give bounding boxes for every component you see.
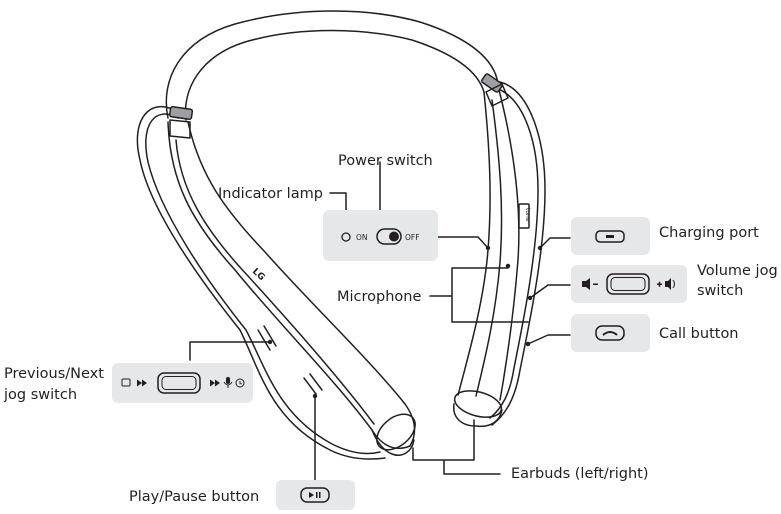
- leader-volume: [529, 284, 571, 299]
- earbud-cable-right-inner: [489, 87, 539, 419]
- call-button-shape: [595, 325, 625, 341]
- leader-call: [527, 334, 571, 345]
- play-pause-icon: [309, 492, 321, 498]
- label-prev-next-line2: jog switch: [4, 387, 78, 403]
- left-body-outer: [167, 121, 411, 450]
- power-switch-track: [376, 228, 402, 245]
- leader-prev-next: [189, 341, 271, 361]
- volume-jog-panel: [571, 265, 687, 303]
- jog-switch-rocker: [157, 372, 201, 394]
- neckband-inner: [184, 29, 485, 121]
- earbud-cable-right: [491, 81, 546, 426]
- label-play-pause: Play/Pause button: [129, 489, 260, 505]
- right-body-inner: [497, 85, 520, 401]
- volume-up-icon: [657, 278, 675, 290]
- band-ring-left: [168, 106, 194, 120]
- neckband-outer: [165, 10, 499, 119]
- label-prev-next-line1: Previous/Next: [4, 366, 104, 382]
- play-pause-panel: [276, 480, 355, 510]
- label-volume-jog-line1: Volume jog: [697, 263, 778, 279]
- label-call-button: Call button: [659, 326, 739, 342]
- leader-charging: [539, 237, 571, 249]
- left-body-inner: [187, 121, 416, 447]
- volume-jog-rocker: [606, 273, 650, 295]
- earbud-cable-left-inner: [145, 113, 381, 455]
- label-power-switch: Power switch: [338, 153, 433, 169]
- switch-off-label: OFF: [405, 233, 420, 242]
- microphone-icon: [223, 377, 233, 388]
- fast-forward-icon: [210, 379, 220, 387]
- right-body-outer: [457, 91, 491, 396]
- label-prev-next: Previous/Next jog switch: [4, 365, 104, 404]
- play-pause-slot: [303, 373, 323, 395]
- leader-mic: [429, 267, 529, 323]
- play-pause-button-shape: [300, 487, 330, 503]
- volume-down-icon: [582, 278, 598, 290]
- label-charging-port: Charging port: [659, 225, 759, 241]
- usb-port-icon: [595, 230, 625, 243]
- label-volume-jog-line2: switch: [697, 283, 744, 299]
- label-volume-jog: Volume jog switch: [697, 262, 778, 300]
- message-icon: [121, 378, 131, 387]
- label-indicator-lamp: Indicator lamp: [218, 186, 323, 202]
- switch-on-label: ON: [356, 233, 368, 242]
- prev-next-slot: [257, 325, 277, 351]
- left-earbud: [376, 413, 416, 451]
- label-earbuds: Earbuds (left/right): [511, 466, 649, 482]
- leader-power-to-body: [437, 236, 489, 249]
- band-ring-right: [480, 73, 504, 93]
- earbud-cable-left: [136, 105, 386, 460]
- prev-next-jog-panel: [112, 363, 253, 403]
- alarm-clock-icon: [235, 378, 245, 388]
- right-earbud: [453, 390, 503, 418]
- leader-earbuds: [412, 419, 501, 475]
- power-switch-panel: ON OFF: [323, 210, 438, 261]
- indicator-lamp-icon: [341, 232, 351, 242]
- charging-port-panel: [571, 217, 650, 255]
- rewind-icon: [137, 379, 147, 387]
- power-switch-knob: [389, 231, 399, 242]
- microphone-hole: [505, 263, 511, 269]
- badge-text: tone: [524, 208, 531, 222]
- call-button-panel: [571, 314, 650, 352]
- badge: [518, 203, 530, 229]
- label-microphone: Microphone: [337, 289, 422, 305]
- phone-handset-icon: [602, 331, 618, 336]
